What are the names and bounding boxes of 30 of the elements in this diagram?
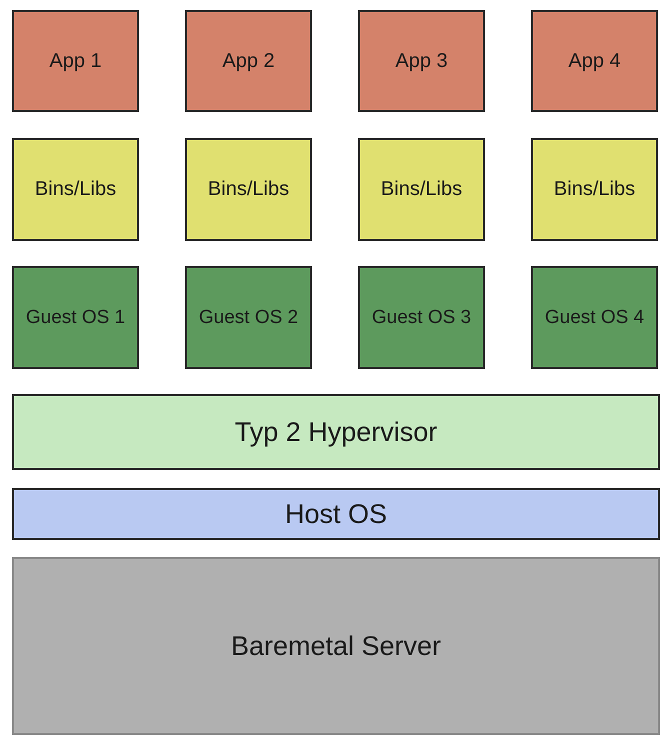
box-label: Host OS: [284, 498, 388, 530]
box-label: App 1: [49, 50, 102, 72]
box-label: App 4: [568, 50, 621, 72]
app-box: [185, 10, 312, 112]
app-box: [12, 10, 139, 112]
box-label: Bins/Libs: [208, 178, 290, 201]
guest-os-box: [531, 266, 658, 369]
library-box: [531, 138, 658, 241]
box-label: Bins/Libs: [34, 178, 116, 201]
box-label: Typ 2 Hypervisor: [234, 416, 438, 448]
box-label: Guest OS 3: [372, 306, 472, 328]
guest-os-box: [12, 266, 139, 369]
server-layer: [12, 557, 660, 735]
host-os-layer: [12, 488, 660, 540]
box-label: Guest OS 2: [198, 306, 298, 328]
box-label: Baremetal Server: [230, 630, 442, 662]
guest-os-box: [358, 266, 485, 369]
library-box: [185, 138, 312, 241]
box-label: Bins/Libs: [554, 178, 636, 201]
box-label: App 3: [395, 50, 448, 72]
box-label: Bins/Libs: [380, 178, 462, 201]
app-box: [358, 10, 485, 112]
box-label: App 2: [222, 50, 275, 72]
app-box: [531, 10, 658, 112]
guest-os-box: [185, 266, 312, 369]
box-label: Guest OS 4: [544, 306, 644, 328]
hypervisor-layer: [12, 394, 660, 470]
library-box: [358, 138, 485, 241]
box-label: Guest OS 1: [26, 306, 126, 328]
library-box: [12, 138, 139, 241]
